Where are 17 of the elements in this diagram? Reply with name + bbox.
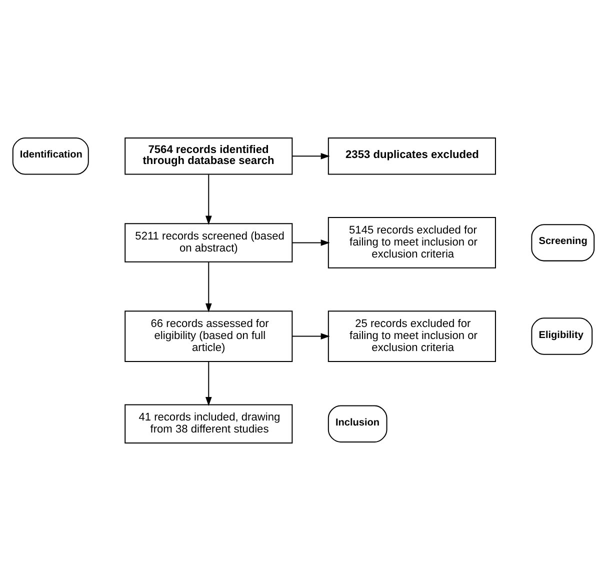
node-box: 7564 records identified through database search: [124, 138, 293, 175]
node-box: 41 records included, drawing from 38 different studies: [124, 404, 293, 444]
node-box: 66 records assessed for eligibility (based on full article): [124, 310, 293, 362]
node-box: Identification: [12, 138, 89, 175]
node-box: Inclusion: [328, 405, 388, 442]
node-box: 25 records excluded for failing to meet inclusion or exclusion criteria: [328, 310, 496, 362]
node-box: 5145 records excluded for failing to meet inclusion or exclusion criteria: [328, 217, 496, 268]
node-box: 2353 duplicates excluded: [328, 138, 496, 175]
arrow: [292, 333, 330, 340]
node-box: Eligibility: [531, 318, 593, 355]
arrow: [292, 152, 330, 160]
arrow: [205, 262, 212, 312]
node-box: Screening: [531, 224, 595, 262]
node-box: 5211 records screened (based on abstract): [124, 223, 293, 262]
arrow: [292, 240, 330, 246]
arrow: [205, 362, 212, 406]
arrow: [205, 174, 212, 225]
